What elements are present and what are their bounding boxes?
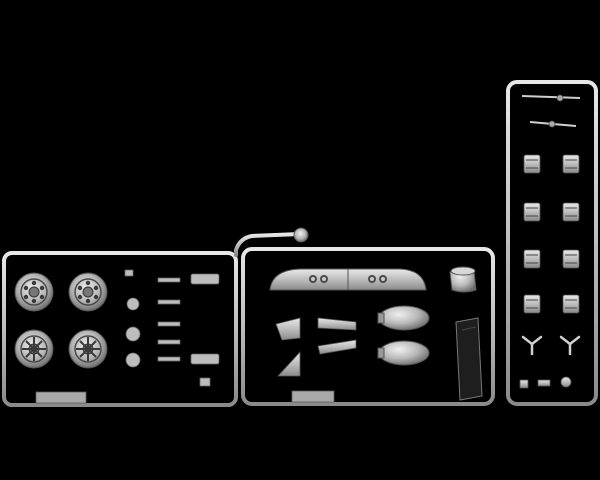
left-frame-stamp [35,391,87,404]
cup-part [449,266,477,293]
gear-part-details [526,159,577,309]
right-frame [506,80,598,406]
wheel-part [68,272,108,312]
wheel-parts [14,272,108,369]
tri-spoke-parts [521,335,581,356]
wheel-part [14,272,54,312]
dark-panel-part [455,317,483,401]
rod-parts [521,94,581,128]
middle-frame-stamp [291,390,335,403]
small-parts-left [124,269,220,387]
sprue-gate [293,227,309,243]
wheel-part [68,329,108,369]
tank-parts [377,305,430,366]
bracket-parts [275,317,357,377]
wheel-part [14,329,54,369]
bumper-part [269,268,427,291]
small-parts-right [519,376,572,389]
